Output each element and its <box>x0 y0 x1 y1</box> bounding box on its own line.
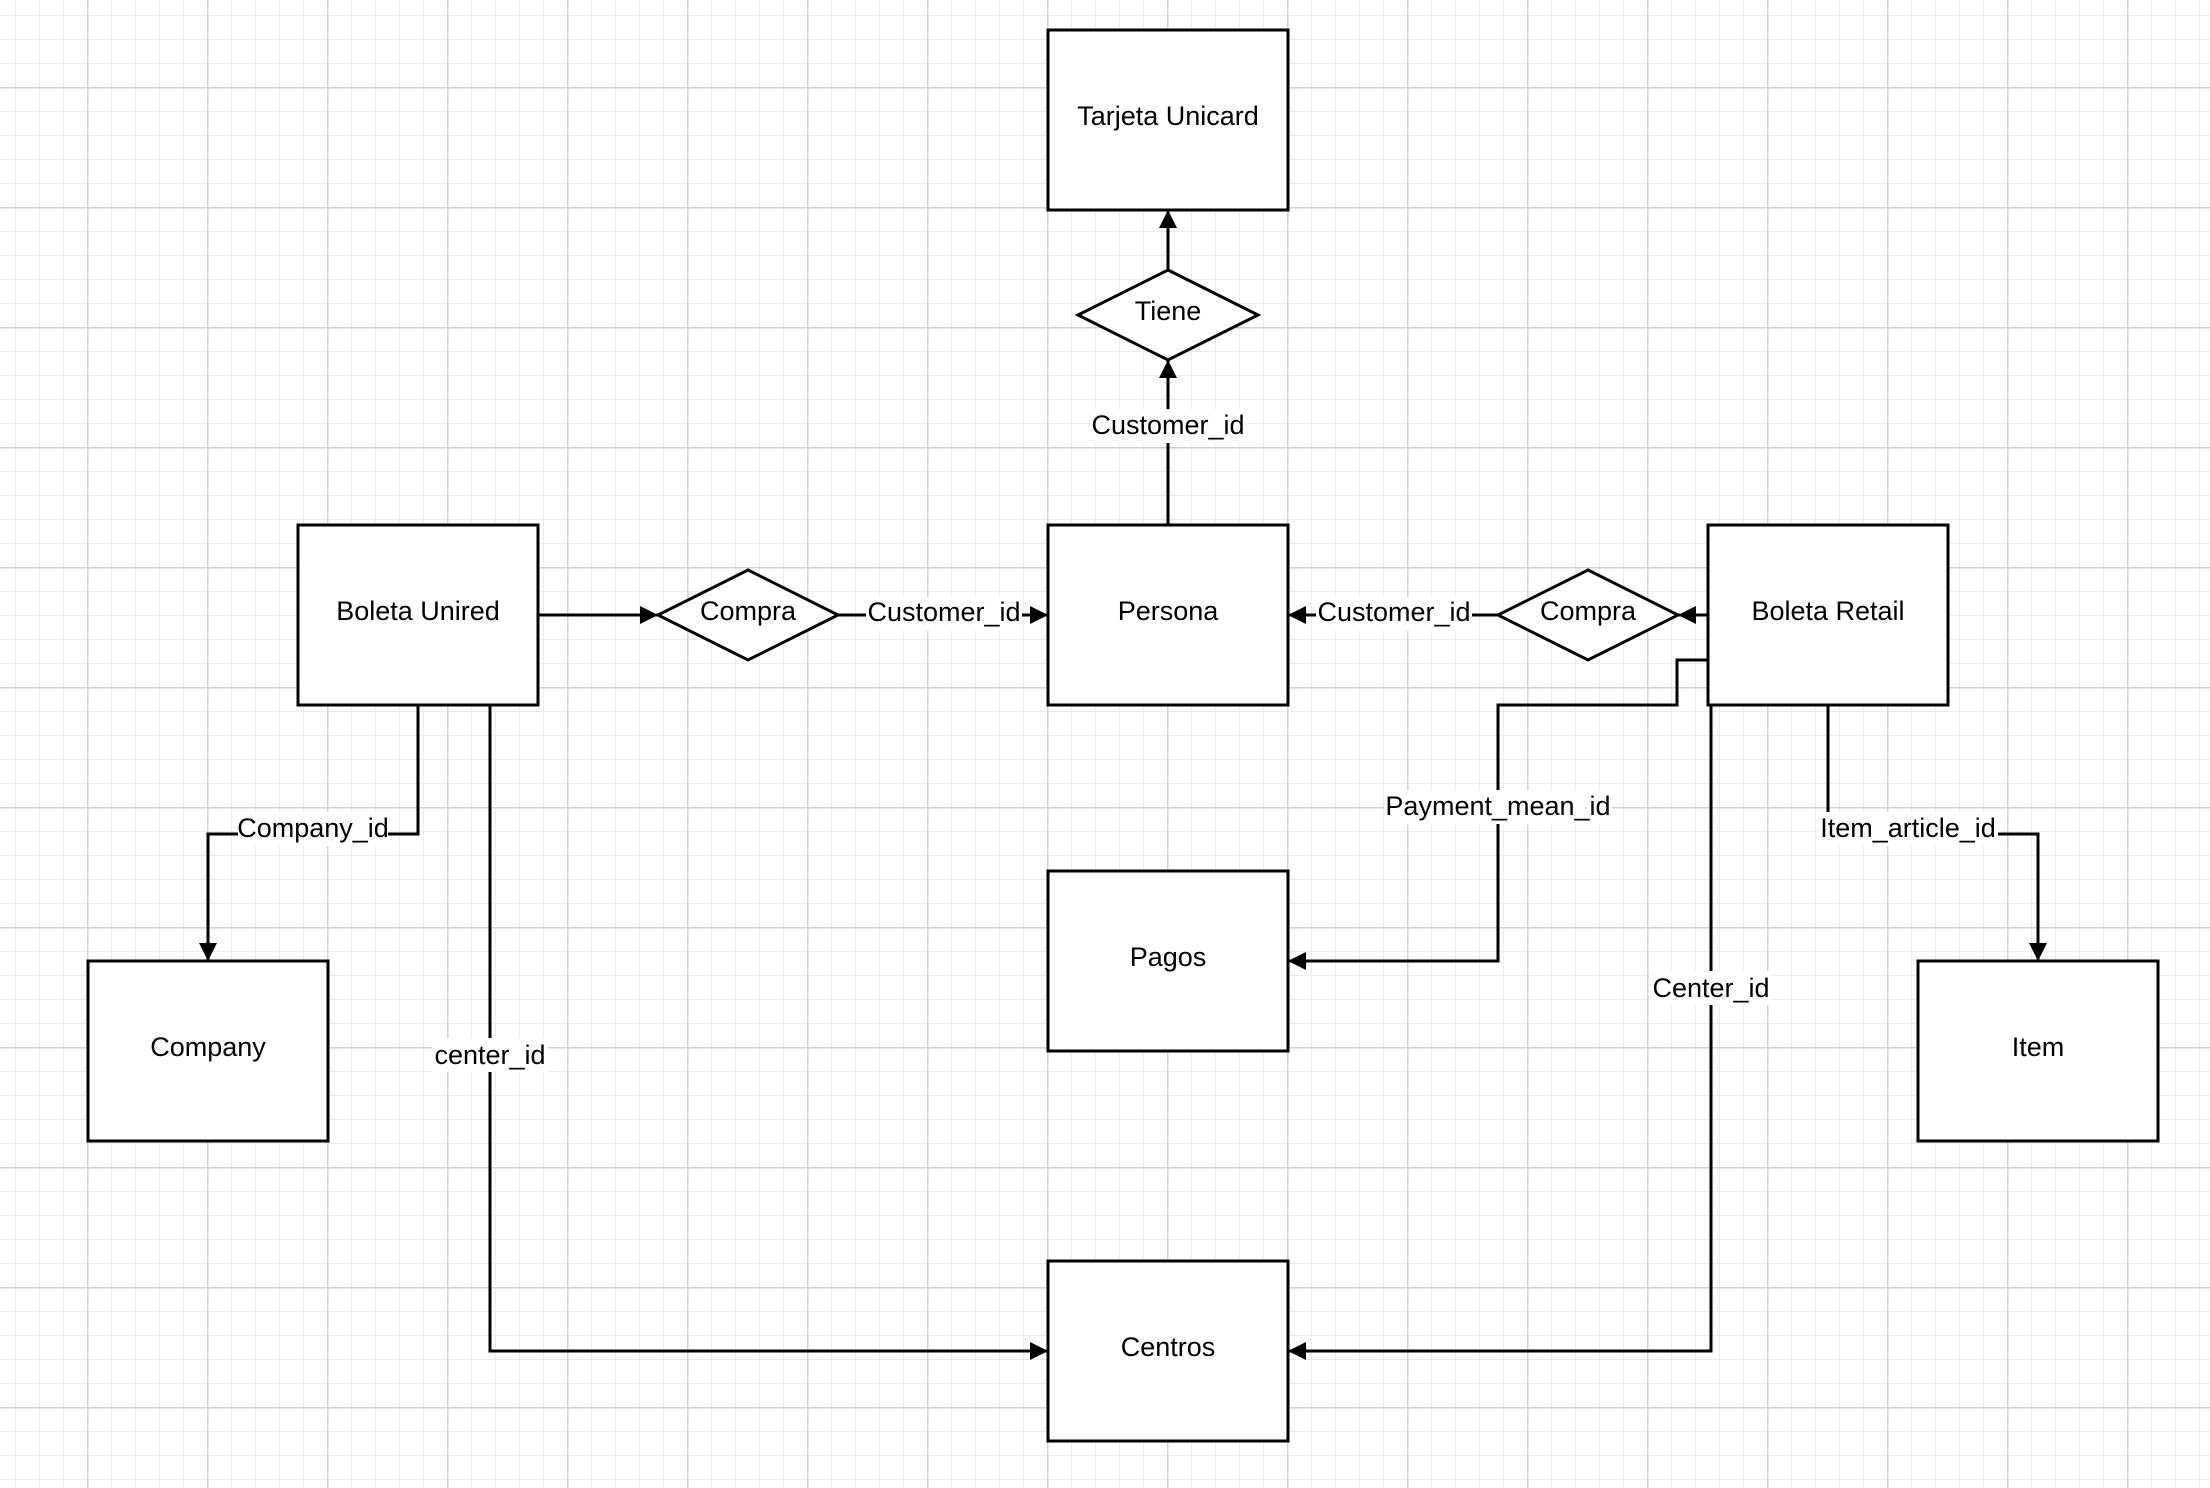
edge-label-center-id-right: Center_id <box>1651 971 1771 1005</box>
edge-retail-pagos[interactable] <box>1288 658 1708 970</box>
entity-pagos[interactable]: Pagos <box>1046 869 1290 1053</box>
relationship-tiene[interactable]: Tiene <box>1074 268 1262 362</box>
edges <box>199 210 2047 1360</box>
edge-label: Company_id <box>237 813 389 843</box>
edge-retail-centros[interactable] <box>1288 705 1713 1360</box>
entity-tarjeta-unicard[interactable]: Tarjeta Unicard <box>1046 28 1290 212</box>
entity-label: Persona <box>1118 596 1220 626</box>
edge-label-compra-persona: Customer_id <box>866 597 1022 631</box>
relationship-label: Tiene <box>1135 296 1202 326</box>
entity-persona[interactable]: Persona <box>1046 523 1290 707</box>
edge-label: Customer_id <box>1091 410 1244 440</box>
edge-labels: Customer_id Customer_id Customer_id Comp… <box>237 409 1998 1072</box>
edge-label: Customer_id <box>1317 597 1470 627</box>
edge-label: Customer_id <box>867 597 1020 627</box>
edge-label-payment-mean-id: Payment_mean_id <box>1384 790 1612 824</box>
relationship-compra-unired[interactable]: Compra <box>654 568 842 662</box>
edge-label: Center_id <box>1652 973 1769 1003</box>
edge-label: center_id <box>434 1040 545 1070</box>
edge-label-persona-tiene: Customer_id <box>1090 409 1246 443</box>
edge-label: Item_article_id <box>1820 813 1996 843</box>
entity-label: Item <box>2012 1032 2065 1062</box>
edge-label: Payment_mean_id <box>1385 791 1610 821</box>
entity-company[interactable]: Company <box>86 959 330 1143</box>
entity-label: Tarjeta Unicard <box>1077 101 1259 131</box>
edge-label-compra-retail-persona: Customer_id <box>1316 597 1472 631</box>
entity-label: Boleta Unired <box>336 596 500 626</box>
entity-centros[interactable]: Centros <box>1046 1259 1290 1443</box>
entity-item[interactable]: Item <box>1916 959 2160 1143</box>
entity-label: Centros <box>1121 1332 1216 1362</box>
relationship-label: Compra <box>1540 596 1637 626</box>
entity-boleta-unired[interactable]: Boleta Unired <box>296 523 540 707</box>
edge-label-center-id-left: center_id <box>432 1038 548 1072</box>
entity-boleta-retail[interactable]: Boleta Retail <box>1706 523 1950 707</box>
entity-label: Boleta Retail <box>1751 596 1904 626</box>
edge-label-item-article-id: Item_article_id <box>1818 812 1998 846</box>
relationship-label: Compra <box>700 596 797 626</box>
entity-label: Pagos <box>1130 942 1207 972</box>
entity-label: Company <box>150 1032 266 1062</box>
edge-label-company-id: Company_id <box>237 812 389 846</box>
edge-unired-centros[interactable] <box>488 705 1048 1360</box>
relationship-compra-retail[interactable]: Compra <box>1494 568 1682 662</box>
